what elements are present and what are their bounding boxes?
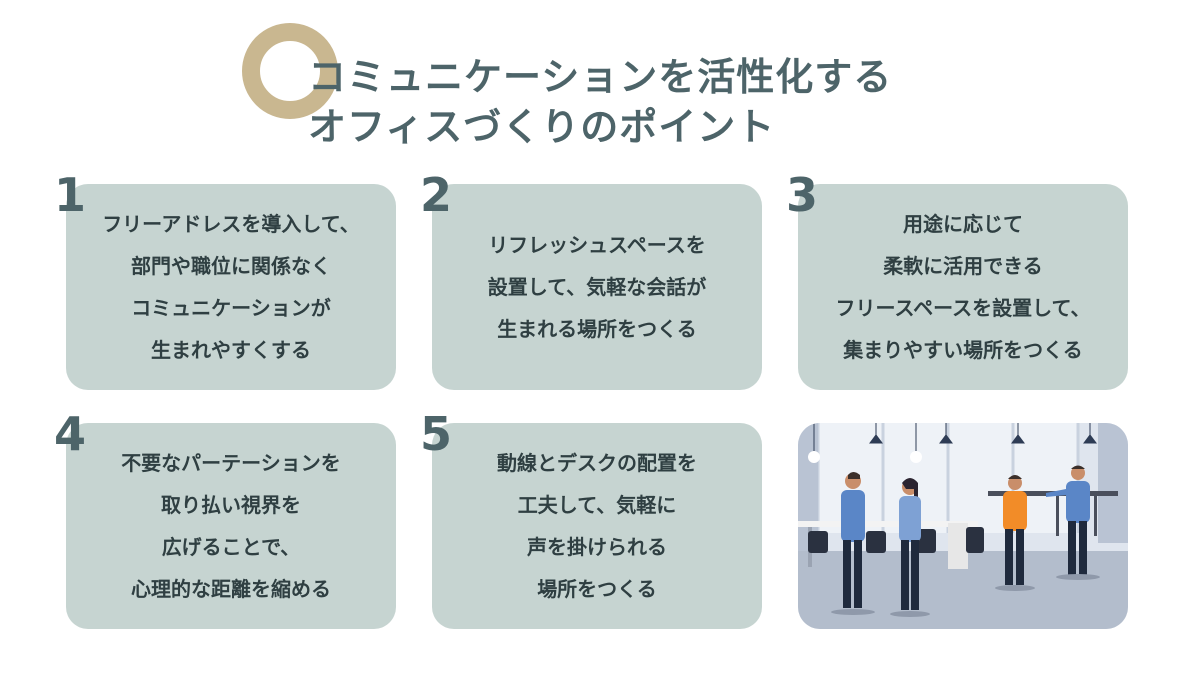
point-number: 2 — [420, 168, 453, 222]
point-number: 5 — [420, 407, 453, 461]
point-card-2: 2 リフレッシュスペースを 設置して、気軽な会話が 生まれる場所をつくる — [420, 172, 762, 390]
point-text-line: 動線とデスクの配置を — [497, 451, 697, 475]
point-text-line: 柔軟に活用できる — [883, 254, 1043, 278]
point-card-4: 4 不要なパーテーションを 取り払い視界を 広げることで、 心理的な距離を縮める — [54, 411, 396, 629]
point-text-line: 設置して、気軽な会話が — [487, 275, 707, 299]
point-number: 3 — [786, 168, 819, 222]
title-line-1: コミュニケーションを活性化する — [308, 55, 893, 99]
point-text-line: コミュニケーションが — [131, 296, 331, 320]
point-text-line: 部門や職位に関係なく — [131, 254, 331, 278]
page-title: コミュニケーションを活性化する オフィスづくりのポイント — [308, 52, 892, 152]
point-text-line: リフレッシュスペースを — [488, 233, 706, 257]
point-text-line: フリースペースを設置して、 — [835, 296, 1091, 320]
point-card-1: 1 フリーアドレスを導入して、 部門や職位に関係なく コミュニケーションが 生ま… — [54, 172, 396, 390]
point-text-line: 心理的な距離を縮める — [131, 577, 331, 601]
office-illustration — [798, 423, 1128, 629]
point-text-line: 用途に応じて — [903, 212, 1023, 236]
point-text-line: フリーアドレスを導入して、 — [102, 212, 360, 236]
point-text-line: 不要なパーテーションを — [121, 451, 341, 475]
point-number: 1 — [54, 168, 87, 222]
point-number: 4 — [54, 407, 87, 461]
point-text-line: 取り払い視界を — [161, 493, 301, 517]
title-line-2: オフィスづくりのポイント — [308, 105, 776, 149]
point-text-line: 生まれやすくする — [151, 338, 311, 362]
point-text-line: 集まりやすい場所をつくる — [843, 338, 1083, 362]
point-text-line: 工夫して、気軽に — [517, 493, 677, 517]
point-text-line: 広げることで、 — [161, 535, 301, 559]
point-text-line: 声を掛けられる — [527, 535, 667, 559]
point-card-3: 3 用途に応じて 柔軟に活用できる フリースペースを設置して、 集まりやすい場所… — [786, 172, 1128, 390]
point-text-line: 生まれる場所をつくる — [497, 317, 697, 341]
point-card-5: 5 動線とデスクの配置を 工夫して、気軽に 声を掛けられる 場所をつくる — [420, 411, 762, 629]
point-text-line: 場所をつくる — [537, 577, 657, 601]
